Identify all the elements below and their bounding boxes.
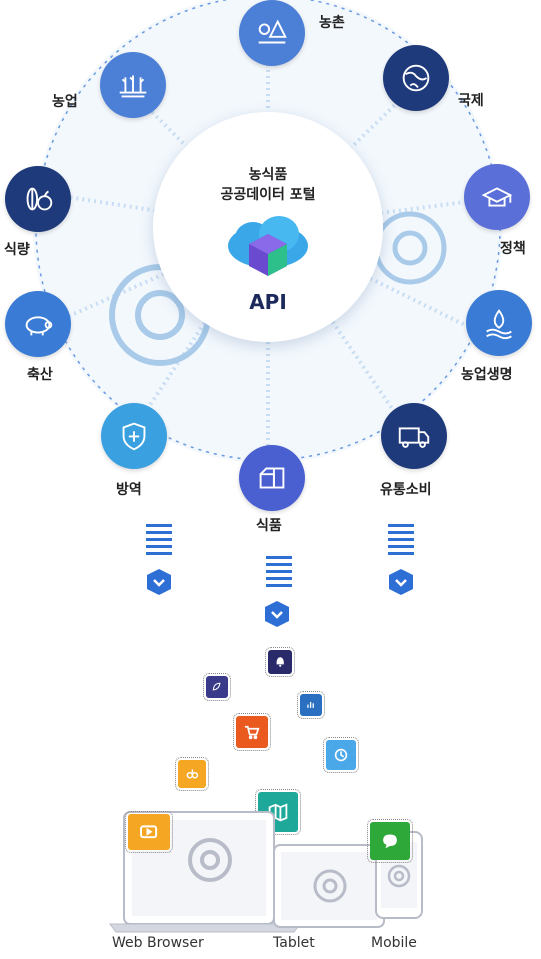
category-label-livestock: 축산 bbox=[27, 367, 53, 383]
mobile-gear-icon bbox=[387, 864, 411, 888]
app-chip-video[interactable] bbox=[125, 811, 173, 853]
device-label-web-browser: Web Browser bbox=[112, 935, 204, 951]
video-play-icon bbox=[140, 825, 158, 839]
chat-bubble-icon bbox=[383, 834, 397, 848]
shield-right-icon bbox=[389, 569, 413, 595]
category-node-international[interactable] bbox=[383, 45, 449, 111]
leaf-icon bbox=[213, 683, 221, 691]
category-label-distribution: 유통소비 bbox=[380, 482, 432, 498]
category-node-quarantine[interactable] bbox=[101, 403, 167, 469]
truck-icon bbox=[398, 427, 430, 448]
category-node-agriculture[interactable] bbox=[100, 52, 166, 118]
category-label-international: 국제 bbox=[458, 93, 484, 109]
clock-icon bbox=[334, 748, 348, 762]
portal-center: 농식품 공공데이터 포털 API bbox=[153, 112, 383, 342]
category-node-grain[interactable] bbox=[5, 166, 71, 232]
cart-icon bbox=[245, 726, 260, 740]
category-node-agri-life[interactable] bbox=[466, 290, 532, 356]
bell-icon bbox=[276, 656, 284, 667]
category-node-forestry[interactable] bbox=[239, 0, 305, 66]
portal-title-line1: 농식품 bbox=[248, 167, 288, 183]
data-stream-center bbox=[266, 556, 292, 591]
shield-left-icon bbox=[147, 569, 171, 595]
api-cloud-cube-icon bbox=[228, 216, 308, 276]
category-node-policy[interactable] bbox=[464, 164, 530, 230]
category-node-distribution[interactable] bbox=[381, 403, 447, 469]
water-drop-icon bbox=[486, 309, 512, 340]
crops-icon bbox=[119, 75, 147, 98]
laptop-gear-icon bbox=[188, 838, 232, 882]
category-label-grain: 식량 bbox=[4, 242, 30, 258]
data-stream-left bbox=[146, 524, 172, 559]
portal-title-line2: 공공데이터 포털 bbox=[220, 187, 316, 203]
category-label-policy: 정책 bbox=[500, 241, 526, 257]
pig-icon bbox=[25, 316, 53, 336]
app-chip-chat[interactable] bbox=[367, 819, 413, 863]
data-stream-right bbox=[388, 524, 414, 559]
device-label-tablet: Tablet bbox=[273, 935, 315, 951]
app-chip-fruit[interactable] bbox=[175, 757, 209, 791]
api-label: API bbox=[249, 290, 287, 314]
app-chip-chart[interactable] bbox=[297, 691, 325, 719]
shield-cross-icon bbox=[122, 422, 146, 451]
app-chip-bell[interactable] bbox=[265, 647, 295, 677]
shield-center-icon bbox=[265, 601, 289, 627]
category-label-agri-life: 농업생명 bbox=[461, 367, 513, 383]
category-label-forestry: 농촌 bbox=[319, 15, 345, 31]
food-box-icon bbox=[259, 467, 285, 489]
tablet-device bbox=[273, 844, 385, 928]
village-icon bbox=[258, 19, 287, 44]
device-label-mobile: Mobile bbox=[371, 935, 417, 951]
tablet-gear-icon bbox=[313, 869, 347, 903]
category-label-agriculture: 농업 bbox=[52, 94, 78, 110]
chart-icon bbox=[307, 702, 315, 709]
apple-corn-icon bbox=[26, 187, 53, 211]
graduation-cap-icon bbox=[481, 187, 513, 207]
app-chip-clock[interactable] bbox=[323, 737, 359, 773]
category-label-quarantine: 방역 bbox=[116, 482, 142, 498]
category-node-food[interactable] bbox=[239, 445, 305, 511]
category-label-food: 식품 bbox=[256, 518, 282, 534]
app-chip-leaf[interactable] bbox=[203, 673, 231, 701]
category-node-livestock[interactable] bbox=[5, 291, 71, 357]
app-chip-cart[interactable] bbox=[233, 713, 271, 751]
fruit-icon bbox=[186, 768, 198, 779]
globe-icon bbox=[402, 64, 430, 92]
